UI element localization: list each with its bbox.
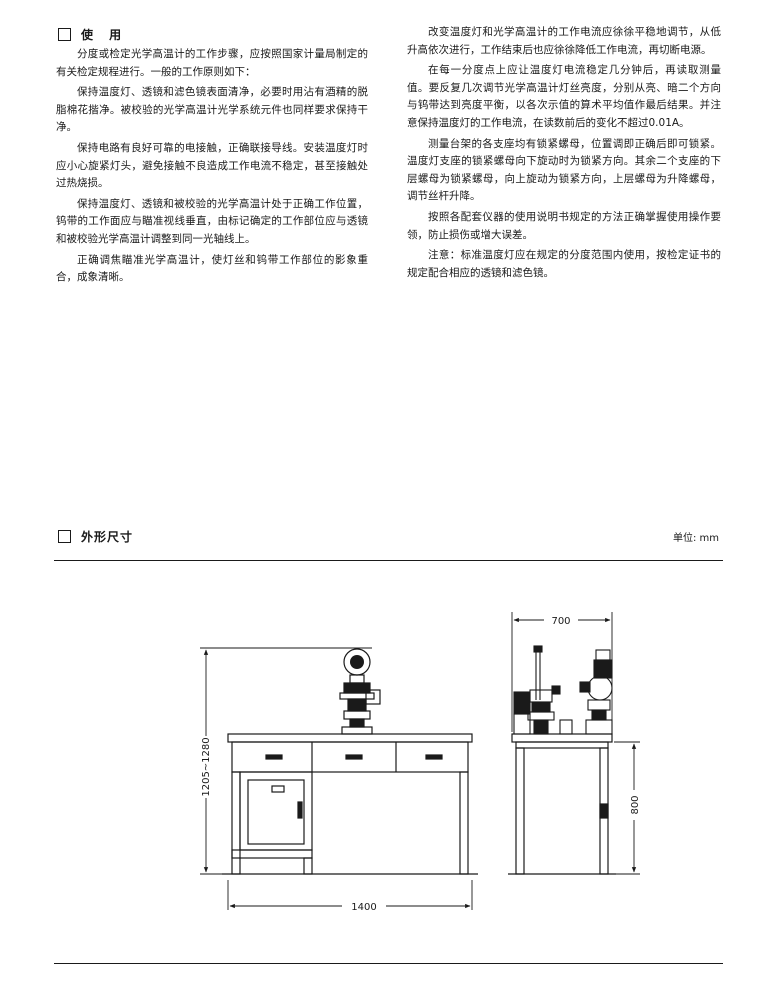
paragraph: 保持电路有良好可靠的电接触，正确联接导线。安装温度灯时应小心旋紧灯头，避免接触不… (56, 141, 368, 190)
paragraph: 分度或检定光学高温计的工作步骤，应按照国家计量局制定的有关检定规程进行。一般的工… (56, 48, 368, 78)
section-use-header: 使 用 (58, 26, 127, 43)
paragraph: 测量台架的各支座均有锁紧螺母，位置调即正确后即可锁紧。温度灯支座的锁紧螺母向下旋… (407, 137, 721, 203)
paragraph: 按照各配套仪器的使用说明书规定的方法正确掌握使用操作要领，防止损伤或增大误差。 (407, 210, 721, 241)
checkbox-square-icon (58, 530, 71, 543)
front-dimensions (200, 647, 473, 910)
bottom-divider (54, 963, 723, 964)
paragraph: 在每一分度点上应让温度灯电流稳定几分钟后，再读取测量值。要反复几次调节光学高温计… (407, 64, 721, 129)
top-divider (54, 560, 723, 561)
paragraph: 保持温度灯、透镜和滤色镜表面清净，必要时用沾有酒精的脱脂棉花揩净。被校验的光学高… (56, 86, 368, 134)
depth-label: 700 (551, 616, 570, 627)
paragraph: 保持温度灯、透镜和被校验的光学高温计处于正确工作位置，钨带的工作面应与瞄准视线垂… (56, 197, 368, 245)
front-view-instrument (339, 648, 381, 735)
paragraph: 正确调焦瞄准光学高温计，使灯丝和钨带工作部位的影象重合，成象清晰。 (56, 253, 368, 284)
right-text-column: 改变温度灯和光学高温计的工作电流应徐徐平稳地调节，从低升高依次进行，工作结束后也… (407, 24, 721, 285)
table-height-label: 800 (630, 795, 641, 814)
side-dimensions (511, 612, 640, 875)
paragraph: 改变温度灯和光学高温计的工作电流应徐徐平稳地调节，从低升高依次进行，工作结束后也… (407, 26, 721, 56)
side-view-instruments (513, 645, 613, 735)
width-label: 1400 (351, 902, 376, 913)
front-view-desk (222, 733, 478, 875)
section-use-title: 使 用 (81, 28, 128, 42)
height-range-label: 1205~1280 (201, 737, 212, 796)
left-text-column: 分度或检定光学高温计的工作步骤，应按照国家计量局制定的有关检定规程进行。一般的工… (56, 46, 368, 290)
checkbox-square-icon (58, 28, 71, 41)
unit-label: 单位: mm (673, 533, 720, 544)
paragraph: 注意：标准温度灯应在规定的分度范围内使用，按检定证书的规定配合相应的透镜和滤色镜… (407, 249, 721, 279)
section-dimensions-title: 外形尺寸 (81, 530, 134, 544)
section-dimensions-header: 外形尺寸 (58, 528, 133, 545)
side-view-desk (508, 733, 616, 875)
